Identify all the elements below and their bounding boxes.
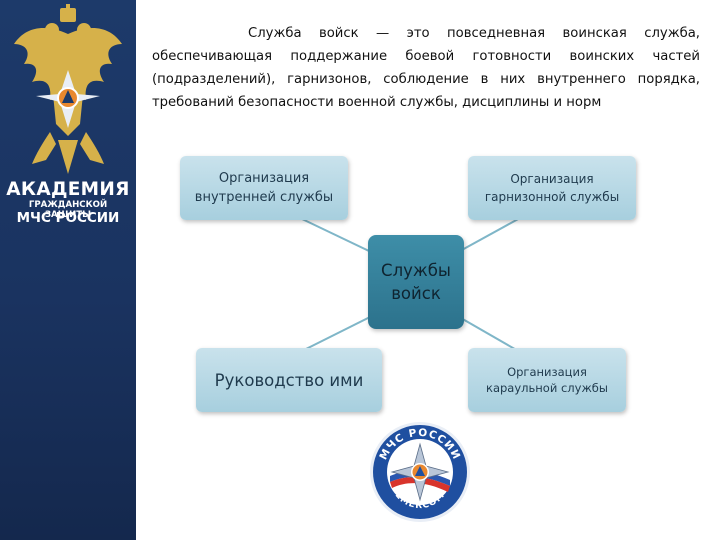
node-troop-services: Службы войск — [368, 235, 464, 329]
academy-title: АКАДЕМИЯ — [6, 179, 130, 200]
sidebar: АКАДЕМИЯ ГРАЖДАНСКОЙ ЗАЩИТЫ МЧС РОССИИ — [0, 0, 136, 540]
node-garrison-service: Организация гарнизонной службы — [468, 156, 636, 220]
node-guard-service-line1: Организация — [507, 365, 587, 379]
node-garrison-service-line1: Организация — [510, 172, 594, 186]
definition-text: Служба войск — это повседневная воинская… — [152, 26, 700, 110]
node-guard-service-line2: караульной службы — [486, 381, 608, 395]
node-internal-service-line2: внутренней службы — [194, 190, 334, 205]
node-guard-service: Организация караульной службы — [468, 348, 626, 412]
node-internal-service: Организация внутренней службы — [180, 156, 348, 220]
node-troop-services-line2: войск — [391, 284, 441, 303]
node-management-label: Руководство ими — [214, 370, 364, 390]
node-management: Руководство ими — [196, 348, 382, 412]
double-headed-eagle-emblem-icon — [14, 4, 122, 174]
emercom-logo-icon: МЧС РОССИИ EMERCOM — [370, 422, 470, 522]
node-garrison-service-line2: гарнизонной службы — [484, 190, 620, 204]
academy-ministry: МЧС РОССИИ — [16, 210, 120, 226]
academy-subtitle: ГРАЖДАНСКОЙ ЗАЩИТЫ — [28, 200, 108, 220]
node-internal-service-line1: Организация — [218, 171, 310, 186]
node-troop-services-line1: Службы — [381, 261, 451, 280]
